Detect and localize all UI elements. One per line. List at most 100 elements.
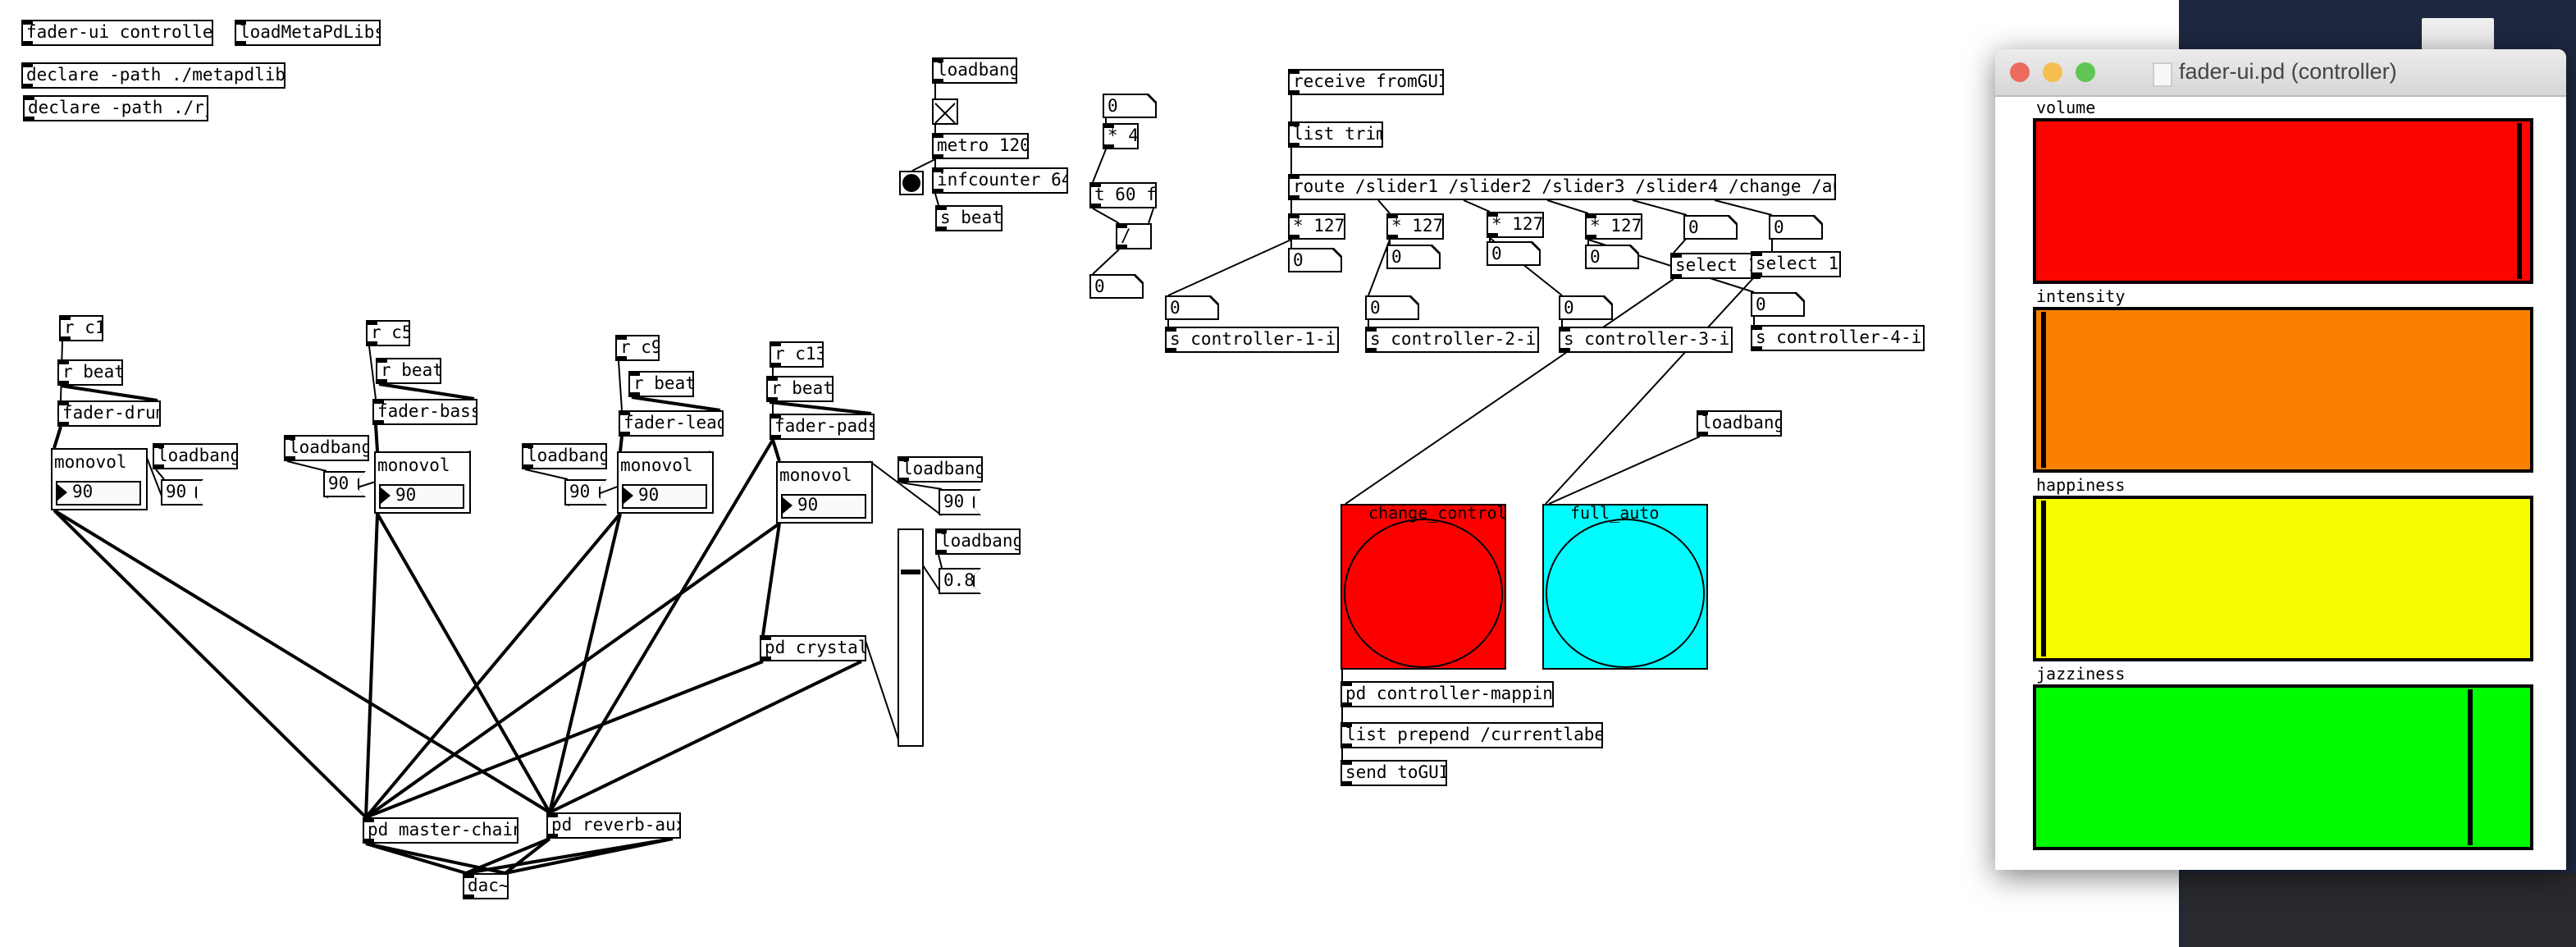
- message-0-8[interactable]: 0.8: [939, 568, 981, 594]
- number-box[interactable]: 0: [1683, 215, 1738, 240]
- object-select[interactable]: select 1: [1751, 251, 1841, 277]
- volume-number-box[interactable]: 90: [622, 484, 707, 509]
- object-pd-crystal[interactable]: pd crystal: [760, 635, 866, 661]
- number-box[interactable]: 0: [1103, 94, 1157, 118]
- fader-label-intensity: intensity: [2036, 289, 2126, 307]
- object-receive-c13[interactable]: r c13: [770, 341, 824, 368]
- zoom-button[interactable]: [2076, 62, 2095, 82]
- slider-handle[interactable]: [901, 570, 920, 574]
- object-metro[interactable]: metro 120: [932, 133, 1029, 159]
- object-trigger[interactable]: t 60 f: [1089, 182, 1157, 208]
- volume-number-box[interactable]: 90: [56, 481, 141, 506]
- full-auto-bang[interactable]: full_auto: [1542, 504, 1708, 670]
- object-multiply-127[interactable]: * 127: [1288, 213, 1345, 240]
- object-multiply-127[interactable]: * 127: [1386, 213, 1444, 240]
- object-receive-c9[interactable]: r c9: [615, 335, 660, 361]
- number-box[interactable]: 0: [1365, 295, 1419, 320]
- slider-handle[interactable]: [2040, 501, 2046, 656]
- object-send-controller-3[interactable]: s controller-3-in: [1559, 327, 1733, 353]
- object-infcounter[interactable]: infcounter 64: [932, 167, 1068, 194]
- object-dac[interactable]: dac~: [463, 873, 509, 899]
- pd-patch-canvas[interactable]: fader-ui controller loadMetaPdLibs declare…: [0, 0, 2179, 947]
- message-90-value: 90: [940, 491, 980, 514]
- bang-filled[interactable]: [899, 171, 924, 195]
- message-90[interactable]: 90: [323, 471, 366, 497]
- number-box[interactable]: 0: [1559, 295, 1613, 320]
- window-titlebar[interactable]: fader-ui.pd (controller): [1995, 49, 2566, 97]
- object-loadbang[interactable]: loadbang: [897, 456, 983, 483]
- object-fader-pads[interactable]: fader-pads: [770, 414, 875, 440]
- number-box[interactable]: 0: [1089, 274, 1144, 299]
- object-receive-c1[interactable]: r c1: [59, 315, 103, 341]
- object-send-togui[interactable]: send toGUI: [1341, 760, 1447, 786]
- message-90[interactable]: 90: [939, 489, 981, 515]
- object-pd-reverb-aux[interactable]: pd reverb-aux: [546, 812, 681, 839]
- number-box[interactable]: 0: [1288, 248, 1342, 272]
- object-pd-controller-mapping[interactable]: pd controller-mapping: [1341, 681, 1554, 707]
- object-divide[interactable]: /: [1116, 223, 1152, 249]
- number-box[interactable]: 0: [1769, 215, 1823, 240]
- object-receive-beat[interactable]: r beat: [766, 376, 834, 402]
- object-list-trim[interactable]: list trim: [1288, 121, 1383, 148]
- number-box[interactable]: 0: [1386, 245, 1441, 269]
- object-fader-drum[interactable]: fader-drum: [57, 400, 161, 427]
- object-receive-fromgui[interactable]: receive fromGUI: [1288, 69, 1444, 95]
- object-send-controller-2[interactable]: s controller-2-in: [1365, 327, 1539, 353]
- volume-number-box[interactable]: 90: [379, 484, 464, 509]
- object-route[interactable]: route /slider1 /slider2 /slider3 /slider…: [1288, 174, 1836, 200]
- number-box-value: 0: [1367, 297, 1418, 318]
- object-fader-lead[interactable]: fader-lead: [619, 410, 724, 437]
- number-box-value: 0: [1388, 246, 1439, 268]
- toggle[interactable]: [932, 98, 958, 125]
- object-send-beat[interactable]: s beat: [935, 205, 1003, 231]
- object-list-prepend[interactable]: list prepend /currentlabel: [1341, 722, 1603, 748]
- object-receive-beat[interactable]: r beat: [628, 371, 694, 397]
- object-pd-master-chain[interactable]: pd master-chain: [363, 817, 518, 844]
- number-box[interactable]: 0: [1165, 295, 1219, 320]
- slider-handle[interactable]: [2040, 312, 2046, 468]
- object-declare-rj[interactable]: declare -path ./rj: [23, 95, 208, 121]
- close-button[interactable]: [2010, 62, 2030, 82]
- minimize-button[interactable]: [2043, 62, 2062, 82]
- object-receive-c5[interactable]: r c5: [366, 320, 410, 346]
- object-loadmetapdlibs[interactable]: loadMetaPdLibs: [235, 20, 381, 46]
- volume-number-box[interactable]: 90: [781, 494, 866, 519]
- vertical-slider[interactable]: [897, 528, 924, 747]
- number-box[interactable]: 0: [1487, 241, 1541, 266]
- slider-handle[interactable]: [2468, 689, 2473, 845]
- object-multiply-127[interactable]: * 127: [1585, 213, 1642, 240]
- fader-slider-jazziness[interactable]: [2033, 684, 2533, 850]
- object-loadbang[interactable]: loadbang: [935, 528, 1021, 555]
- number-box[interactable]: 0: [1585, 245, 1639, 269]
- object-loadbang[interactable]: loadbang: [1697, 410, 1782, 437]
- object-loadbang[interactable]: loadbang: [932, 57, 1017, 84]
- object-send-controller-1[interactable]: s controller-1-in: [1165, 327, 1339, 353]
- object-multiply-127[interactable]: * 127: [1487, 212, 1544, 238]
- message-90[interactable]: 90: [161, 479, 203, 506]
- fader-slider-volume[interactable]: [2033, 118, 2533, 284]
- bang-circle-icon: [1344, 519, 1503, 668]
- object-fader-bass[interactable]: fader-bass: [372, 399, 477, 425]
- comment-fader-ui-controller[interactable]: fader-ui controller: [21, 20, 213, 46]
- object-receive-beat[interactable]: r beat: [376, 358, 441, 384]
- object-receive-beat[interactable]: r beat: [57, 359, 123, 386]
- slider-handle[interactable]: [2517, 123, 2523, 279]
- fader-slider-happiness[interactable]: [2033, 496, 2533, 661]
- fader-slider-intensity[interactable]: [2033, 307, 2533, 473]
- object-select[interactable]: select 1: [1670, 253, 1761, 279]
- message-90[interactable]: 90: [564, 479, 607, 506]
- object-loadbang[interactable]: loadbang: [522, 443, 607, 469]
- object-loadbang[interactable]: loadbang: [153, 443, 238, 469]
- object-loadbang[interactable]: loadbang: [284, 435, 369, 461]
- object-send-controller-4[interactable]: s controller-4-in: [1751, 325, 1925, 351]
- object-multiply[interactable]: * 4: [1103, 123, 1139, 149]
- number-box[interactable]: 0: [1751, 292, 1805, 317]
- object-declare-metapdlibs[interactable]: declare -path ./metapdlibs: [21, 62, 285, 89]
- change-control-bang[interactable]: change_control: [1341, 504, 1507, 670]
- patch-connections: [53, 84, 1773, 875]
